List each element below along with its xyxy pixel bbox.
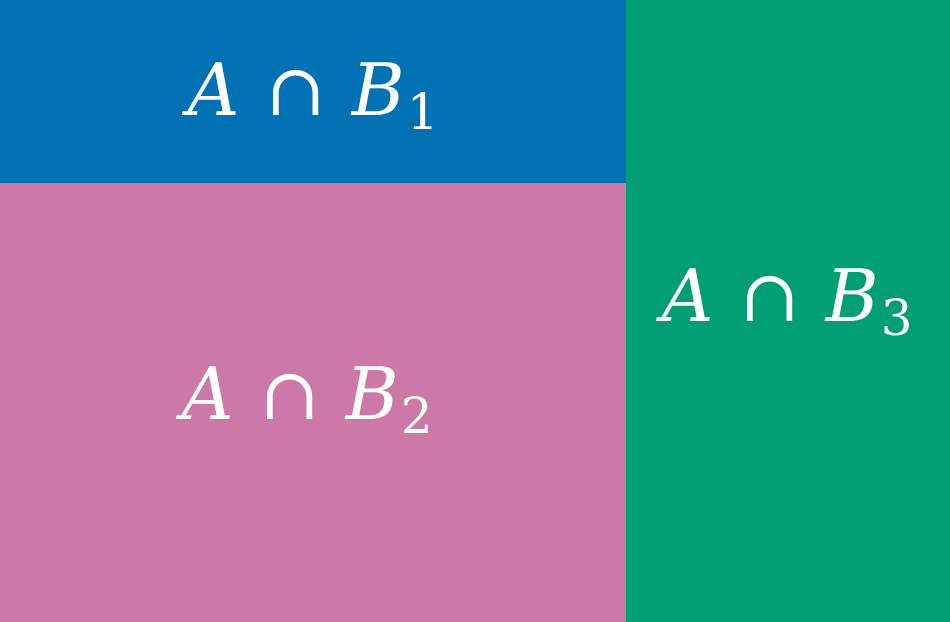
- region-a-intersect-b3: A ∩ B 3: [626, 0, 950, 622]
- set-a-symbol: A: [661, 254, 714, 338]
- region-a-intersect-b1: A ∩ B 1: [0, 0, 626, 183]
- intersection-symbol: ∩: [265, 47, 326, 132]
- region-a-intersect-b2: A ∩ B 2: [0, 183, 626, 622]
- set-a-symbol: A: [181, 351, 234, 436]
- subscript-index: 1: [406, 82, 439, 141]
- region-3-label: A ∩ B 3: [661, 254, 912, 343]
- set-b-symbol: B: [345, 351, 399, 436]
- intersection-symbol: ∩: [259, 351, 320, 436]
- region-2-label: A ∩ B 2: [181, 351, 432, 441]
- set-b-symbol: B: [825, 254, 879, 338]
- subscript-index: 3: [880, 289, 913, 347]
- intersection-symbol: ∩: [739, 254, 800, 338]
- subscript-index: 2: [400, 386, 433, 445]
- set-b-symbol: B: [351, 47, 405, 132]
- set-a-symbol: A: [187, 47, 240, 132]
- region-1-label: A ∩ B 1: [187, 47, 438, 137]
